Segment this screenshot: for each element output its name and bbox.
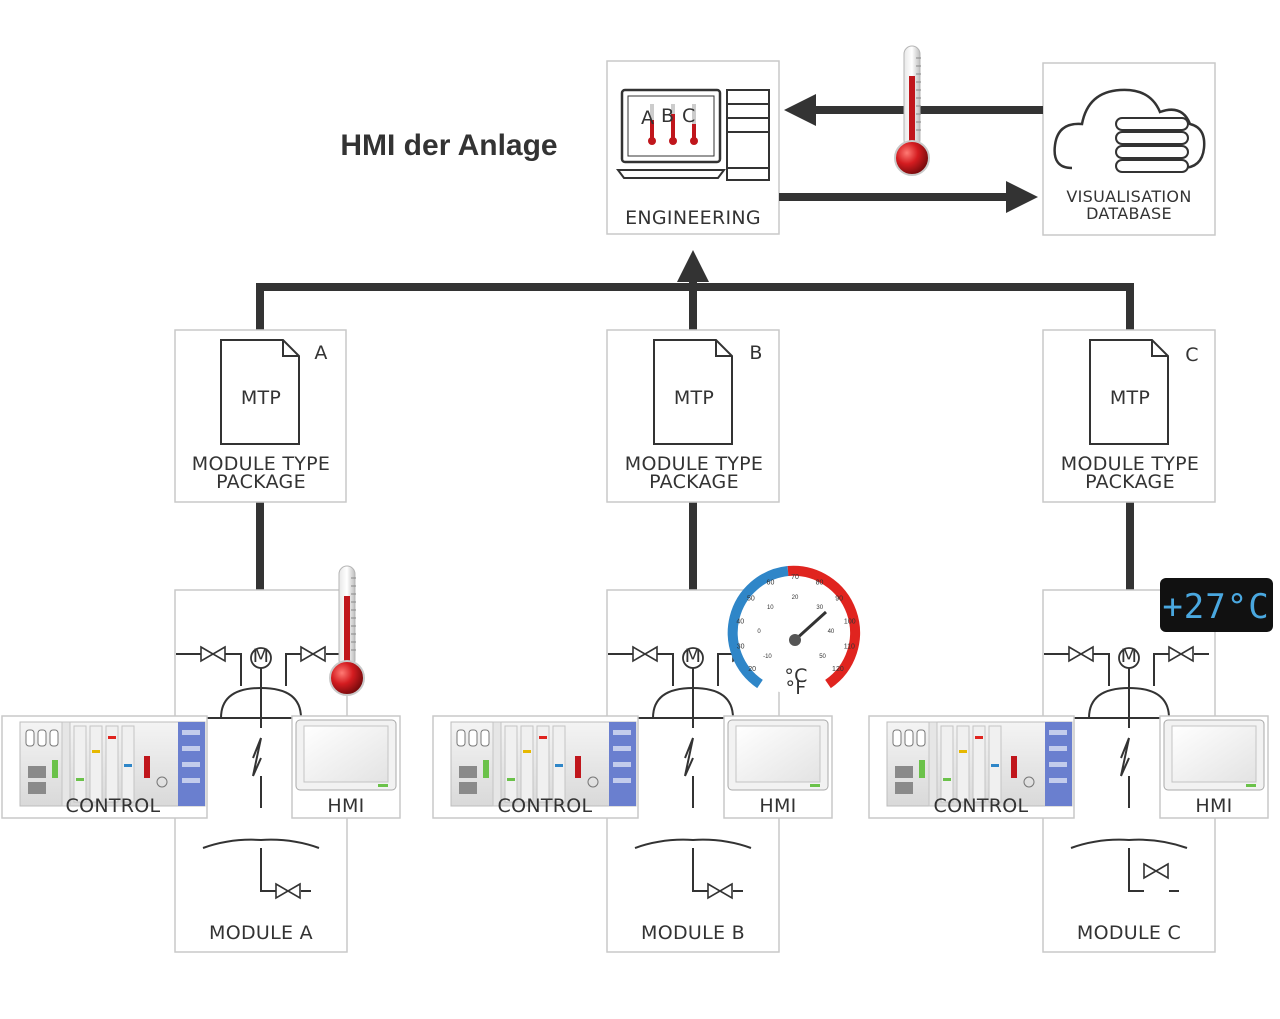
database-label-line2: DATABASE — [1086, 204, 1172, 223]
gauge-celsius-unit: °C — [784, 665, 807, 687]
screen-tile-a: A — [641, 107, 654, 129]
gauge-inner-tick-label: 0 — [757, 629, 761, 635]
module-c: M CONTROL HMI MODULE C +27°C — [868, 578, 1273, 953]
hmi-panel: HMI — [723, 715, 833, 819]
gauge-outer-tick-label: 90 — [835, 596, 843, 603]
engineering-label: ENGINEERING — [625, 207, 761, 229]
digital-display-icon: +27°C — [1160, 578, 1273, 632]
control-label: CONTROL — [66, 795, 161, 817]
module-label: MODULE C — [1077, 922, 1181, 944]
page-title: HMI der Anlage — [340, 129, 557, 162]
motor-label: M — [253, 645, 270, 667]
database-label-line1: VISUALISATION — [1066, 187, 1191, 206]
module-b: M CONTROL HMI MODULE B 20 30 40 50 60 70 80 90 1… — [432, 565, 861, 953]
gauge-inner-tick-label: 30 — [816, 605, 823, 611]
gauge-outer-tick-label: 50 — [747, 596, 755, 603]
gauge-inner-tick-label: 50 — [819, 654, 826, 660]
gauge-outer-tick-label: 80 — [816, 580, 824, 587]
mtp-letter: A — [314, 342, 327, 364]
hmi-panel: HMI — [291, 715, 401, 819]
mtp-letter: C — [1185, 344, 1199, 366]
gauge-inner-tick-label: -10 — [763, 654, 772, 660]
module-a: M CONTROL HMI MODULE A — [1, 565, 401, 953]
screen-tile-b: B — [661, 105, 674, 127]
module-label: MODULE B — [641, 922, 745, 944]
control-label: CONTROL — [498, 795, 593, 817]
dial-thermometer-icon: 2030405060708090100110120-1001020304050 … — [727, 565, 861, 699]
screen-tile-c: C — [682, 105, 696, 127]
control-panel: CONTROL — [1, 715, 208, 819]
gauge-outer-tick-label: 30 — [737, 644, 745, 651]
gauge-outer-tick-label: 40 — [736, 618, 744, 625]
hmi-label: HMI — [759, 795, 796, 817]
engineering-box: A B C ENGINEERING — [606, 60, 780, 235]
gauge-inner-tick-label: 20 — [792, 595, 799, 601]
hmi-label: HMI — [1195, 795, 1232, 817]
computer-icon: A B C — [616, 88, 770, 181]
visualisation-database-box: VISUALISATION DATABASE — [1042, 62, 1216, 236]
motor-label: M — [1121, 645, 1138, 667]
module-label: MODULE A — [209, 922, 313, 944]
bus-lines — [256, 250, 1134, 590]
mtp-box-c: MTP C MODULE TYPE PACKAGE — [1042, 329, 1216, 503]
gauge-inner-tick-label: 10 — [767, 605, 774, 611]
control-label: CONTROL — [934, 795, 1029, 817]
digital-display-value: +27°C — [1162, 587, 1269, 627]
hmi-label: HMI — [327, 795, 364, 817]
control-panel: CONTROL — [432, 715, 639, 819]
gauge-outer-tick-label: 100 — [844, 618, 856, 625]
mtp-label: MTP — [241, 387, 281, 409]
gauge-outer-tick-label: 110 — [844, 644, 855, 651]
mtp-label: MTP — [1110, 387, 1150, 409]
gauge-outer-tick-label: 60 — [767, 580, 775, 587]
mtp-caption-line2: PACKAGE — [1085, 471, 1175, 493]
mtp-label: MTP — [674, 387, 714, 409]
mtp-caption-line2: PACKAGE — [649, 471, 739, 493]
gauge-outer-tick-label: 120 — [832, 666, 844, 673]
hmi-panel: HMI — [1159, 715, 1269, 819]
mtp-caption-line2: PACKAGE — [216, 471, 306, 493]
motor-label: M — [685, 645, 702, 667]
mtp-box-b: MTP B MODULE TYPE PACKAGE — [606, 329, 780, 503]
gauge-outer-tick-label: 70 — [791, 574, 799, 581]
gauge-fahrenheit-unit: °F — [785, 677, 806, 699]
mtp-caption-line1: MODULE TYPE — [192, 453, 331, 475]
mtp-letter: B — [749, 342, 762, 364]
mtp-caption-line1: MODULE TYPE — [625, 453, 764, 475]
gauge-inner-tick-label: 40 — [828, 629, 835, 635]
mtp-caption-line1: MODULE TYPE — [1061, 453, 1200, 475]
cloud-database-icon — [1053, 88, 1206, 173]
control-panel: CONTROL — [868, 715, 1075, 819]
gauge-outer-tick-label: 20 — [748, 666, 756, 673]
mtp-box-a: MTP A MODULE TYPE PACKAGE — [174, 329, 347, 503]
